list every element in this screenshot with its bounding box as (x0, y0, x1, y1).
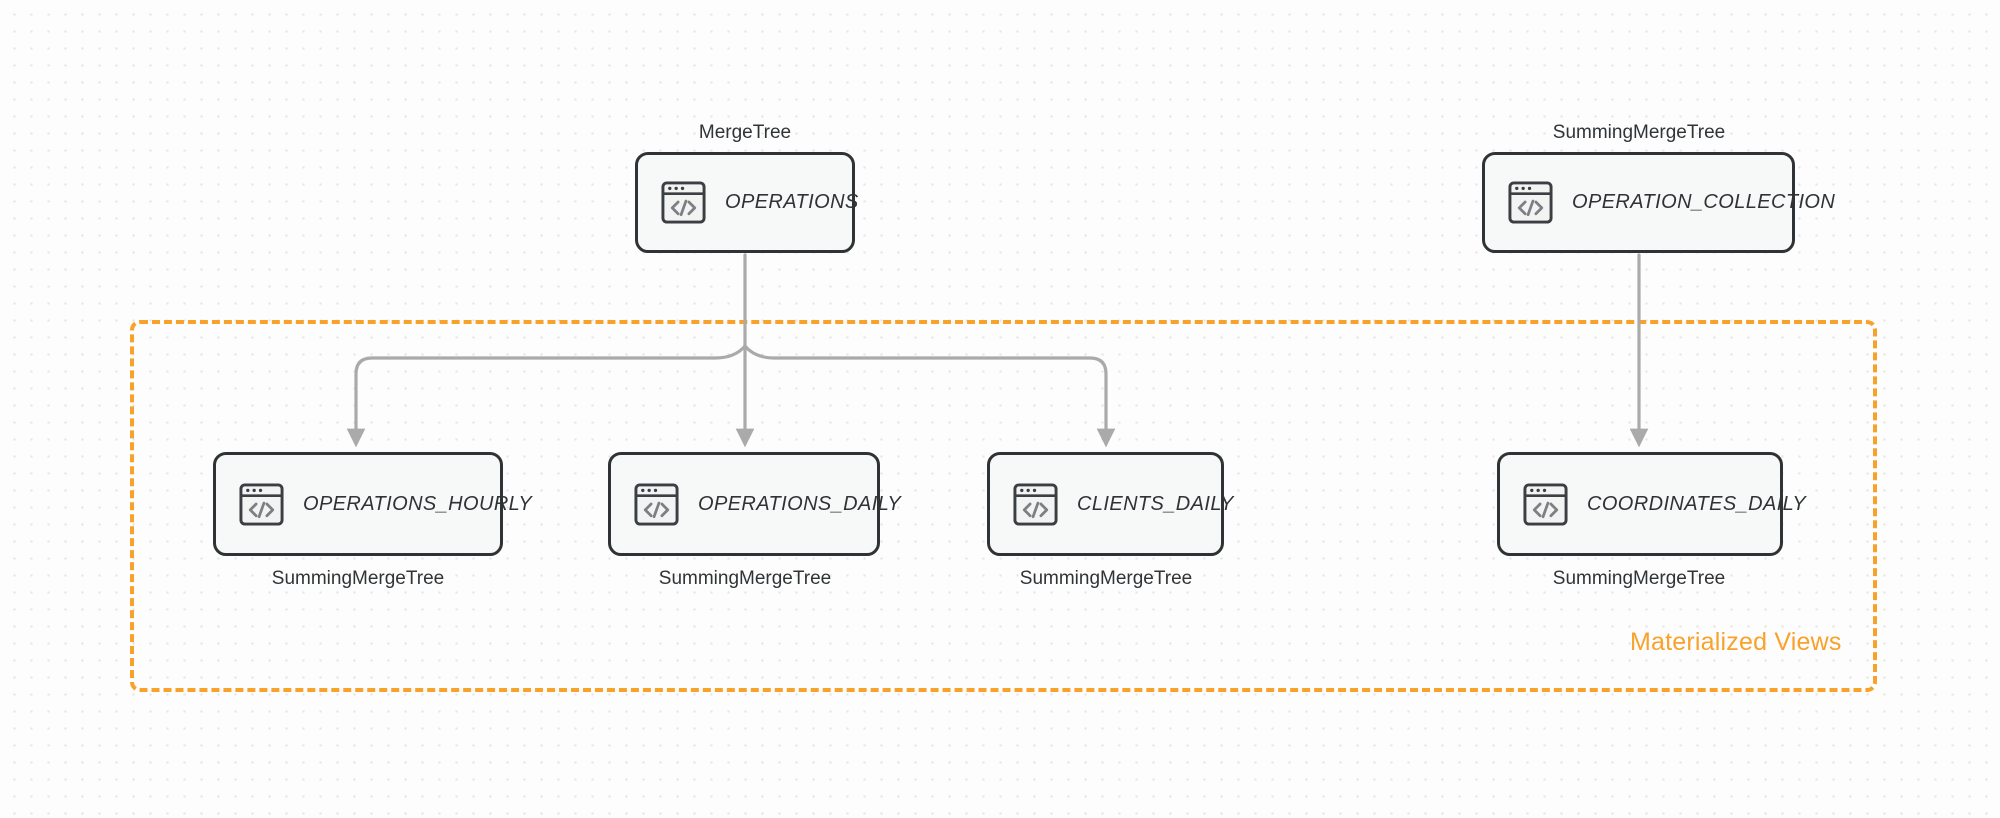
node-coordinates-daily[interactable]: COORDINATES_DAILY (1497, 452, 1806, 556)
node-operations[interactable]: OPERATIONS (635, 152, 858, 253)
code-window-icon (634, 482, 679, 526)
node-label-operations-daily: OPERATIONS_DAILY (698, 492, 902, 515)
node-operations-hourly[interactable]: OPERATIONS_HOURLY (213, 452, 532, 556)
materialized-views-group (130, 320, 1877, 692)
code-window-icon (239, 482, 284, 526)
code-window-icon (1523, 482, 1568, 526)
engine-caption-operations-hourly: SummingMergeTree (271, 568, 445, 589)
code-window-icon (1508, 181, 1553, 224)
node-label-clients-daily: CLIENTS_DAILY (1077, 492, 1234, 515)
engine-caption-coordinates-daily: SummingMergeTree (1552, 568, 1726, 589)
engine-caption-operations: MergeTree (698, 122, 792, 143)
code-window-icon (661, 181, 706, 224)
engine-caption-clients-daily: SummingMergeTree (1019, 568, 1193, 589)
engine-caption-operations-daily: SummingMergeTree (658, 568, 832, 589)
node-label-operation-collection: OPERATION_COLLECTION (1572, 191, 1836, 213)
node-label-coordinates-daily: COORDINATES_DAILY (1587, 492, 1807, 515)
node-label-operations-hourly: OPERATIONS_HOURLY (303, 492, 533, 515)
node-operation-collection[interactable]: OPERATION_COLLECTION (1482, 152, 1835, 253)
node-clients-daily[interactable]: CLIENTS_DAILY (987, 452, 1233, 556)
node-label-operations: OPERATIONS (725, 191, 859, 213)
engine-caption-operation-collection: SummingMergeTree (1552, 122, 1726, 143)
node-operations-daily[interactable]: OPERATIONS_DAILY (608, 452, 901, 556)
materialized-views-group-label: Materialized Views (1630, 628, 1842, 656)
code-window-icon (1013, 482, 1058, 526)
